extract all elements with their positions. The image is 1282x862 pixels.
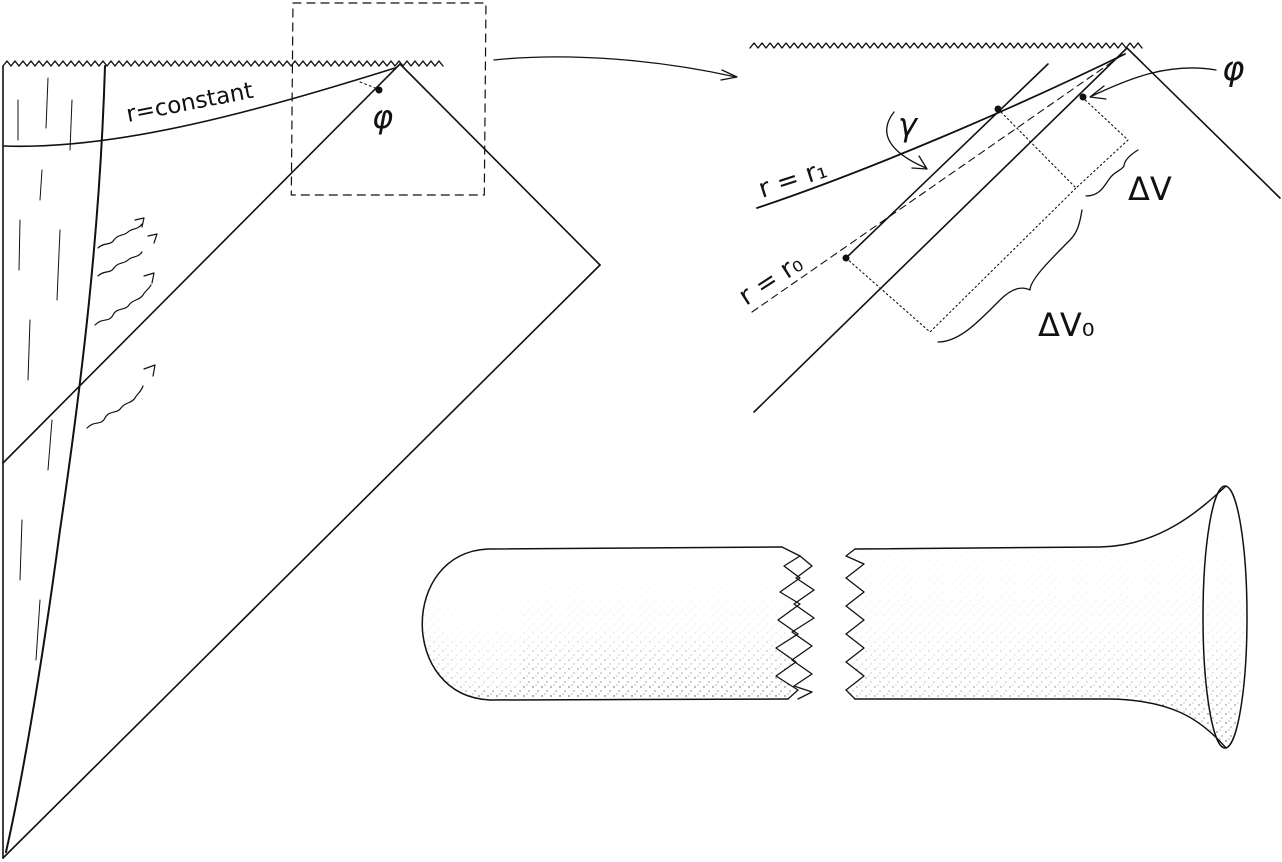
tube-right-piece (845, 485, 1248, 749)
zoom-horizon-line (753, 47, 1128, 413)
past-null-boundary (2, 264, 601, 859)
point-r1-intersection (994, 105, 1002, 113)
point-phi-zoom (1079, 93, 1087, 101)
r1-line (756, 53, 1126, 209)
matter-hatch-line (27, 319, 31, 381)
delta-v0-label: ΔV₀ (1038, 306, 1095, 344)
dotted-box-outer (845, 187, 1077, 333)
tube-left-piece (421, 546, 815, 701)
r0-label: r = r₀ (733, 249, 808, 312)
zoom-singularity-zigzag (749, 42, 1143, 49)
r-constant-label: r=constant (124, 78, 255, 128)
brace-delta-v (1085, 149, 1139, 197)
matter-surface-line (5, 65, 106, 853)
zoom-region-box (290, 2, 487, 196)
radiation-arrow (86, 364, 156, 429)
tube-mouth-ellipse (1202, 485, 1248, 749)
phi-label-left: φ (372, 98, 393, 136)
point-r0 (842, 254, 850, 262)
matter-hatch-line (35, 599, 41, 661)
gamma-pointer-arrow-head (911, 155, 928, 170)
r0-dashed-line (751, 54, 1123, 313)
penrose-diagram: r=constant φ (2, 2, 738, 859)
point-phi (375, 86, 383, 94)
radiation-arrow (97, 233, 158, 277)
matter-hatch-line (69, 99, 73, 151)
matter-hatch-line (19, 519, 23, 581)
zoom-arrow (493, 56, 737, 78)
phi-pointer-arrow-head (1089, 85, 1107, 100)
zoomed-diagram: φ γ r = r₁ r = r₀ ΔV ΔV₀ (733, 42, 1281, 413)
dotted-box-inner (997, 96, 1129, 189)
phi-dotted-link (359, 81, 379, 90)
zoom-arrow-head (720, 69, 738, 81)
r1-label: r = r₁ (755, 154, 831, 204)
zoom-null-line-inner (845, 63, 1049, 259)
future-null-boundary (399, 63, 601, 266)
radiation-arrow (97, 217, 145, 249)
singularity-zigzag (2, 60, 444, 67)
r-constant-curve (3, 67, 396, 148)
radiation-arrow (94, 272, 155, 326)
matter-hatch-line (45, 77, 49, 129)
tube-sketch (421, 485, 1248, 749)
gamma-label: γ (898, 106, 919, 144)
matter-hatch-line (47, 419, 53, 471)
matter-hatch-line (39, 169, 43, 201)
gamma-pointer-arrow (886, 111, 927, 169)
matter-hatch-line (56, 229, 61, 301)
delta-v-label: ΔV (1128, 170, 1172, 208)
matter-hatch-line (18, 219, 21, 271)
phi-pointer-arrow (1091, 67, 1217, 97)
event-horizon-line (2, 63, 401, 464)
phi-label-zoom: φ (1222, 49, 1245, 89)
brace-delta-v0 (937, 209, 1083, 343)
